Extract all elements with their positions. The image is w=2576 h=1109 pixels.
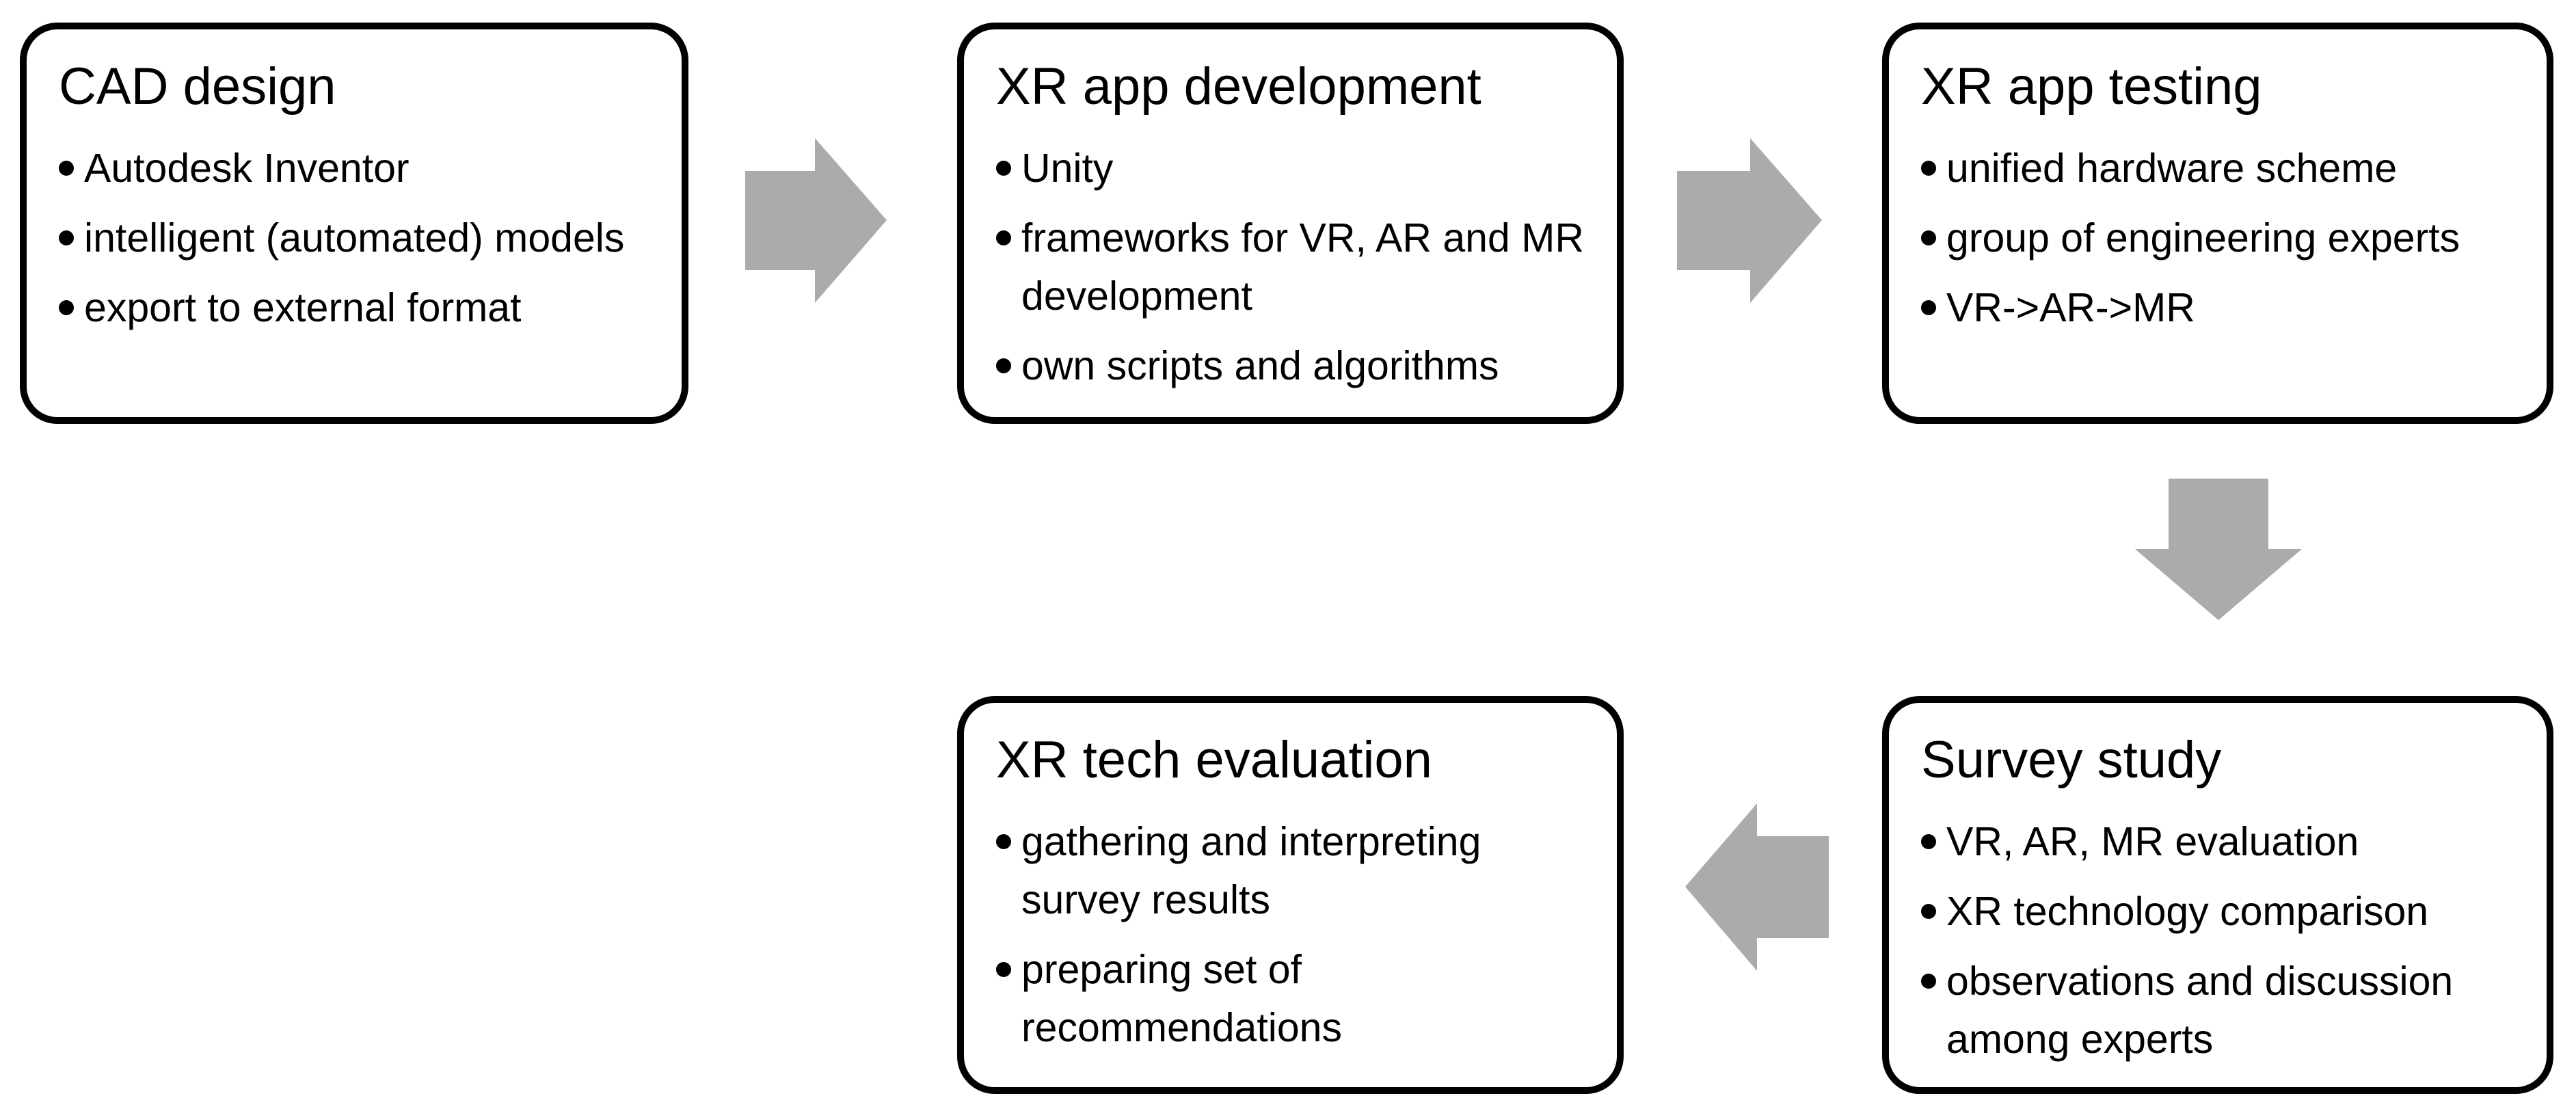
arrow-left-icon xyxy=(1685,803,1829,971)
bullet-list: Unity frameworks for VR, AR and MR devel… xyxy=(996,139,1596,395)
node-cad-design: CAD design Autodesk Inventor intelligent… xyxy=(20,23,688,424)
bullet-item: observations and discussion among expert… xyxy=(1921,952,2480,1069)
node-xr-tech-evaluation: XR tech evaluation gathering and interpr… xyxy=(957,696,1624,1094)
node-title: XR app development xyxy=(996,57,1481,116)
bullet-list: unified hardware scheme group of enginee… xyxy=(1921,139,2526,337)
arrow-right-icon xyxy=(1677,138,1822,303)
bullet-item: XR technology comparison xyxy=(1921,883,2480,941)
bullet-item: frameworks for VR, AR and MR development xyxy=(996,209,1596,325)
arrow-right-shape xyxy=(1677,138,1822,303)
bullet-item: VR->AR->MR xyxy=(1921,279,2526,337)
bullet-list: VR, AR, MR evaluation XR technology comp… xyxy=(1921,813,2526,1069)
node-title: XR app testing xyxy=(1921,57,2262,116)
bullet-item: gathering and interpreting survey result… xyxy=(996,813,1541,929)
arrow-down-icon xyxy=(2135,479,2302,620)
bullet-item: VR, AR, MR evaluation xyxy=(1921,813,2480,871)
node-survey-study: Survey study VR, AR, MR evaluation XR te… xyxy=(1882,696,2553,1094)
bullet-list: gathering and interpreting survey result… xyxy=(996,813,1596,1057)
bullet-item: Unity xyxy=(996,139,1596,198)
bullet-list: Autodesk Inventor intelligent (automated… xyxy=(59,139,661,337)
node-xr-app-testing: XR app testing unified hardware scheme g… xyxy=(1882,23,2553,424)
arrow-down-shape xyxy=(2135,479,2302,620)
bullet-item: export to external format xyxy=(59,279,661,337)
node-xr-app-development: XR app development Unity frameworks for … xyxy=(957,23,1624,424)
bullet-item: group of engineering experts xyxy=(1921,209,2526,267)
bullet-item: own scripts and algorithms xyxy=(996,337,1596,395)
bullet-item: intelligent (automated) models xyxy=(59,209,661,267)
bullet-item: Autodesk Inventor xyxy=(59,139,661,198)
arrow-left-shape xyxy=(1685,803,1829,971)
bullet-item: unified hardware scheme xyxy=(1921,139,2526,198)
node-title: XR tech evaluation xyxy=(996,731,1432,789)
node-title: CAD design xyxy=(59,57,336,116)
arrow-right-icon xyxy=(745,138,887,303)
arrow-right-shape xyxy=(745,138,887,303)
node-title: Survey study xyxy=(1921,731,2222,789)
bullet-item: preparing set of recommendations xyxy=(996,941,1541,1057)
